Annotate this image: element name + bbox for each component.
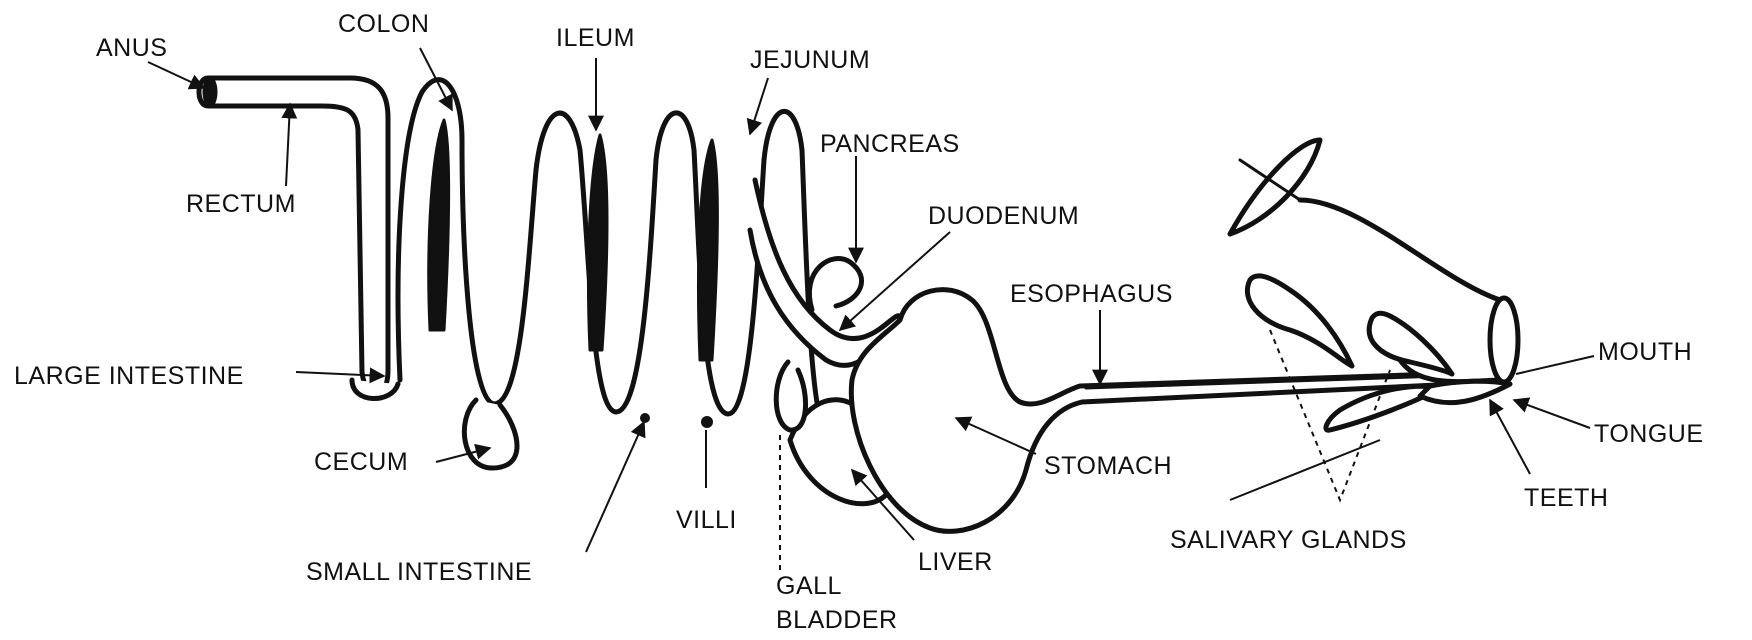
label-gall-bladder-line1: GALL bbox=[776, 572, 842, 600]
villi-marker bbox=[701, 416, 713, 428]
tongue-shape bbox=[1420, 381, 1510, 402]
label-ileum: ILEUM bbox=[556, 24, 635, 52]
ileum-lumen bbox=[588, 135, 607, 350]
label-tongue: TONGUE bbox=[1594, 420, 1704, 448]
label-cecum: CECUM bbox=[314, 448, 408, 476]
gall-bladder-shape bbox=[776, 362, 805, 430]
jejunum-lumen bbox=[699, 140, 718, 360]
head-region bbox=[1230, 140, 1518, 500]
label-jejunum: JEJUNUM bbox=[750, 46, 870, 74]
cecum-shape bbox=[464, 400, 517, 468]
small-intestine-marker bbox=[640, 413, 650, 423]
anus-leader bbox=[148, 62, 204, 88]
salivary-triangle bbox=[1270, 330, 1390, 500]
label-rectum: RECTUM bbox=[186, 190, 296, 218]
rectum-leader bbox=[286, 104, 290, 186]
label-duodenum: DUODENUM bbox=[928, 202, 1079, 230]
label-colon: COLON bbox=[338, 10, 429, 38]
label-small-intestine: SMALL INTESTINE bbox=[306, 558, 532, 586]
teeth-leader bbox=[1490, 400, 1530, 474]
salivary-gland-upper bbox=[1247, 276, 1352, 366]
pancreas-shape bbox=[809, 259, 861, 310]
label-gall-bladder-line2: BLADDER bbox=[776, 606, 898, 634]
mouth-leader bbox=[1516, 356, 1594, 374]
nose-shape bbox=[1230, 140, 1320, 234]
anus-opening bbox=[204, 78, 216, 106]
label-pancreas: PANCREAS bbox=[820, 130, 960, 158]
label-villi: VILLI bbox=[676, 506, 737, 534]
label-liver: LIVER bbox=[918, 548, 993, 576]
label-salivary-glands: SALIVARY GLANDS bbox=[1170, 526, 1407, 554]
salivary-glands-leader bbox=[1230, 440, 1380, 500]
label-stomach: STOMACH bbox=[1044, 452, 1172, 480]
small-intestine-leader bbox=[586, 422, 644, 552]
label-esophagus: ESOPHAGUS bbox=[1010, 280, 1173, 308]
label-teeth: TEETH bbox=[1524, 484, 1608, 512]
rectum-shape bbox=[199, 78, 388, 395]
label-mouth: MOUTH bbox=[1598, 338, 1692, 366]
label-anus: ANUS bbox=[96, 34, 167, 62]
mouth-opening bbox=[1490, 298, 1518, 382]
label-large-intestine: LARGE INTESTINE bbox=[14, 362, 244, 390]
tongue-leader bbox=[1514, 400, 1590, 428]
intestinal-tract bbox=[199, 78, 826, 468]
large-intestine-shape bbox=[352, 380, 398, 399]
jejunum-leader bbox=[750, 78, 768, 134]
